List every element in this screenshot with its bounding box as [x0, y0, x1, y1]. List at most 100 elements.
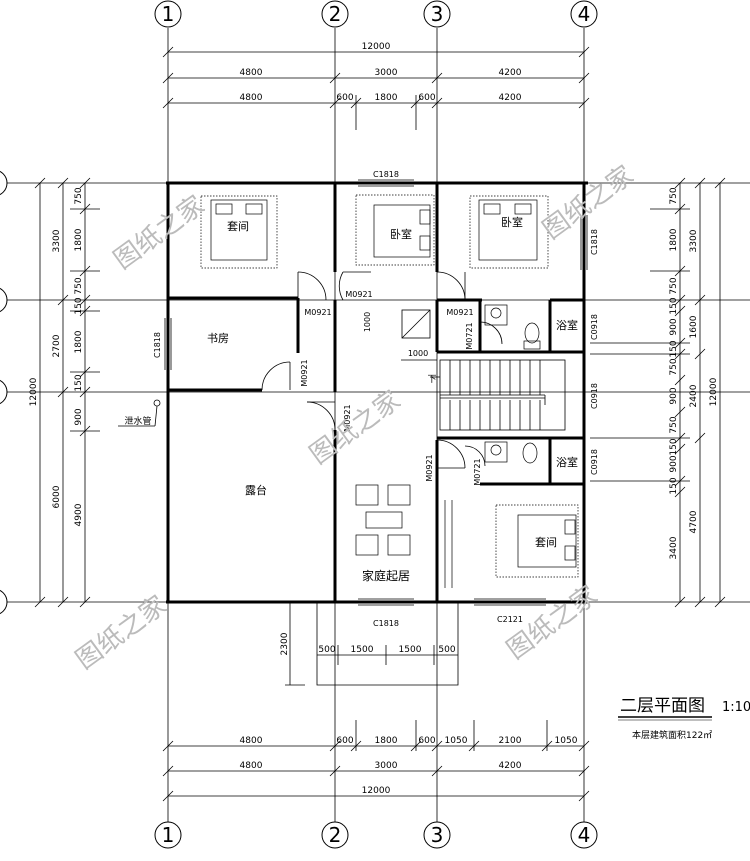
room-bedroom-mid: 卧室 — [390, 227, 412, 241]
walls — [166, 181, 588, 604]
dim-top-total: 12000 — [362, 42, 391, 52]
dim-porch-a: 500 — [318, 645, 335, 655]
code-win-study: C1818 — [153, 332, 162, 358]
dim-left-i4: 150 — [74, 297, 84, 314]
dim-left-i2: 1800 — [74, 228, 84, 251]
porch — [285, 602, 459, 686]
code-win-bath2: C0918 — [590, 449, 599, 475]
code-door-3: M0921 — [446, 308, 473, 317]
dim-right-i2: 1800 — [669, 228, 679, 251]
axis-top-4: 4 — [578, 2, 591, 26]
dim-bot-h: 4800 — [240, 761, 263, 771]
dim-left-m1: 3300 — [52, 229, 62, 252]
doors — [261, 271, 503, 469]
watermark-4: 图纸之家 — [70, 590, 172, 675]
dim-right-i9: 750 — [669, 416, 679, 433]
code-door-8: M0721 — [473, 458, 482, 485]
dim-left-i6: 150 — [74, 374, 84, 391]
stairs — [430, 359, 566, 431]
code-win-bottom-mid: C1818 — [373, 619, 399, 628]
dim-top-c: 4200 — [499, 68, 522, 78]
drawing-title: 二层平面图 — [620, 696, 705, 716]
code-win-top: C1818 — [373, 170, 399, 179]
dim-bot-j: 4200 — [499, 761, 522, 771]
room-bath-bottom: 浴室 — [556, 455, 578, 469]
room-suite-nw: 套间 — [227, 220, 249, 233]
dim-bot-c: 1800 — [375, 736, 398, 746]
drain-pipe-label: 泄水管 — [124, 415, 151, 427]
drawing-scale: 1:10 — [722, 700, 750, 715]
dim-bot-b: 600 — [336, 736, 353, 746]
axis-top-2: 2 — [329, 2, 342, 26]
right-dimension-text: 12000 3300 1600 2400 4700 3400 750 1800 … — [669, 187, 719, 559]
title-block: 二层平面图 1:10 本层建筑面积122㎡ — [618, 696, 750, 741]
dim-left-i5: 1800 — [74, 330, 84, 353]
dim-right-i1: 750 — [669, 187, 679, 204]
floor-area: 本层建筑面积122㎡ — [632, 729, 712, 741]
dim-left-i8: 4900 — [74, 503, 84, 526]
room-terrace: 露台 — [245, 483, 267, 497]
dim-right-m1: 3300 — [689, 229, 699, 252]
dim-bot-a: 4800 — [240, 736, 263, 746]
furniture-living — [355, 484, 411, 556]
dim-top-d: 4800 — [240, 93, 263, 103]
dim-left-m2: 2700 — [52, 334, 62, 357]
bottom-dimension-text: 4800 600 1800 600 1050 2100 1050 4800 30… — [240, 736, 578, 796]
axis-top-3: 3 — [431, 2, 444, 26]
dim-top-a: 4800 — [240, 68, 263, 78]
dim-right-i7: 750 — [669, 358, 679, 375]
dim-right-i12: 150 — [669, 477, 679, 494]
dim-left-outer: 12000 — [29, 377, 39, 406]
bottom-dimensions — [162, 720, 590, 802]
axis-bottom-2: 2 — [329, 823, 342, 847]
dim-right-i3: 750 — [669, 277, 679, 294]
dim-top-h: 4200 — [499, 93, 522, 103]
left-dimensions — [34, 177, 100, 608]
dim-top-f: 1800 — [375, 93, 398, 103]
axis-bottom-1: 1 — [162, 823, 175, 847]
room-bath-top: 浴室 — [556, 318, 578, 332]
axis-bubbles-top — [0, 0, 598, 849]
dim-right-m5: 3400 — [669, 536, 679, 559]
room-suite-se: 套间 — [535, 536, 557, 549]
dim-right-i8: 900 — [669, 387, 679, 404]
dim-left-i7: 900 — [74, 408, 84, 425]
code-win-stair: C0918 — [590, 383, 599, 409]
code-door-5: M0921 — [343, 404, 352, 431]
watermark-1: 图纸之家 — [108, 190, 210, 275]
code-door-7: M0921 — [425, 454, 434, 481]
watermark-3: 图纸之家 — [304, 385, 406, 470]
dim-right-m2: 1600 — [689, 315, 699, 338]
bath-fixtures — [484, 304, 541, 464]
code-win-bottom-right: C2121 — [497, 615, 523, 624]
dim-right-i10: 150 — [669, 438, 679, 455]
dim-right-i5: 900 — [669, 318, 679, 335]
right-dimensions — [590, 177, 726, 608]
dim-porch-b: 1500 — [351, 645, 374, 655]
opening-codes: C1818 C1818 C2121 C1818 C1818 C0918 C091… — [153, 170, 599, 628]
dim-top-b: 3000 — [375, 68, 398, 78]
room-living: 家庭起居 — [362, 568, 410, 583]
furniture-beds — [200, 194, 579, 588]
dim-right-m3: 2400 — [689, 384, 699, 407]
code-win-bath1: C0918 — [590, 314, 599, 340]
stair-down-label: 下 — [427, 375, 436, 385]
dim-porch-c: 1500 — [399, 645, 422, 655]
room-labels: 套间 卧室 卧室 书房 露台 家庭起居 浴室 浴室 套间 泄水管 下 — [124, 215, 578, 583]
windows — [164, 179, 588, 606]
room-study: 书房 — [207, 332, 229, 345]
dim-left-i1: 750 — [74, 187, 84, 204]
dim-left-i3: 750 — [74, 277, 84, 294]
dim-bot-i: 3000 — [375, 761, 398, 771]
top-dimension-text: 12000 4800 3000 4200 4800 600 1800 600 4… — [240, 42, 522, 103]
dim-bot-e: 1050 — [445, 736, 468, 746]
dim-right-i6: 150 — [669, 340, 679, 357]
dim-right-outer: 12000 — [709, 377, 719, 406]
code-door-6: M0721 — [465, 322, 474, 349]
dim-bot-g: 1050 — [555, 736, 578, 746]
dim-bot-d: 600 — [418, 736, 435, 746]
dim-right-i11: 900 — [669, 455, 679, 472]
code-dim-1000-h: 1000 — [408, 349, 428, 358]
watermark-2: 图纸之家 — [537, 160, 639, 245]
